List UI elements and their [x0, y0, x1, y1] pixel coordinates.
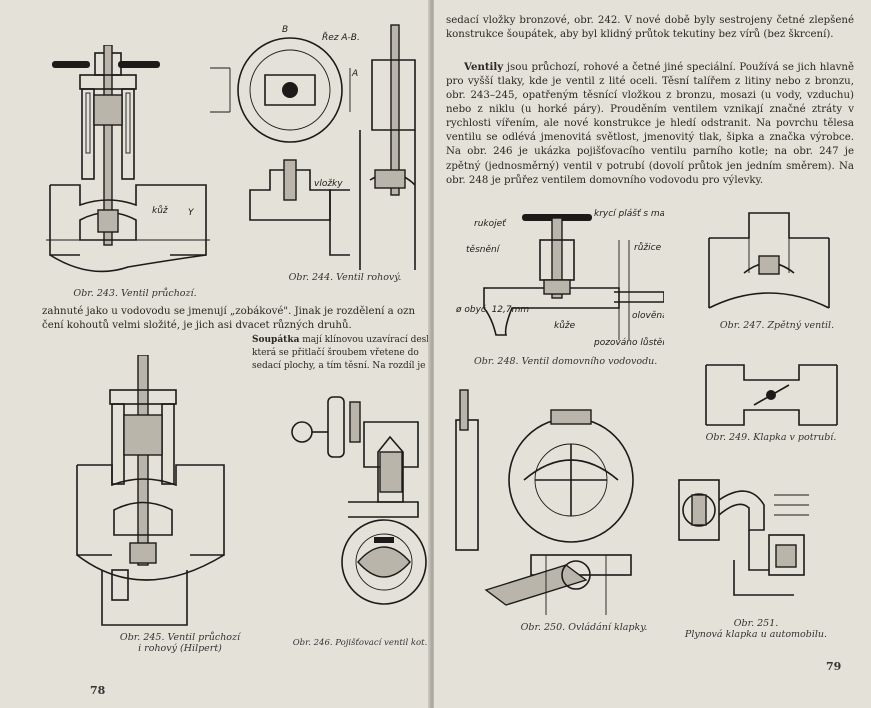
figure-247-drawing	[708, 212, 830, 309]
figure-243-caption: Obr. 243. Ventil průchozí.	[73, 288, 197, 299]
figure-251-caption: Obr. 251. Plynová klapka u automobilu.	[684, 618, 828, 641]
figure-246-drawing	[291, 396, 427, 605]
figure-245-caption: Obr. 245. Ventil průchozí i rohový (Hilp…	[119, 632, 241, 655]
left-page-number: 78	[90, 684, 106, 697]
figure-249-caption: Obr. 249. Klapka v potrubí.	[705, 432, 837, 443]
figure-244-drawing: Řez A-B. A B vložky	[210, 24, 416, 270]
svg-text:kůž: kůž	[152, 205, 168, 216]
figure-245-drawing	[76, 355, 225, 626]
figure-244-caption: Obr. 244. Ventil rohový.	[288, 272, 402, 283]
figure-250-drawing	[455, 389, 634, 615]
figure-246-caption: Obr. 246. Pojišťovací ventil kot.	[292, 638, 428, 648]
figure-251-drawing	[678, 479, 809, 596]
figure-248-caption: Obr. 248. Ventil domovního vodovodu.	[474, 356, 658, 367]
svg-text:rukojeť: rukojeť	[474, 219, 507, 229]
figure-247-caption: Obr. 247. Zpětný ventil.	[719, 320, 835, 331]
figure-249-drawing	[705, 364, 838, 426]
svg-text:kůže: kůže	[554, 320, 576, 331]
left-text-block-2: Šoupátka mají klínovou uzavírací desk kt…	[252, 335, 428, 372]
right-page: sedací vložky bronzové, obr. 242. V nové…	[434, 0, 871, 708]
right-paragraph-1: sedací vložky bronzové, obr. 242. V nové…	[446, 15, 854, 41]
svg-text:A: A	[351, 69, 358, 79]
left-page: Y kůž Obr. 243. Ventil průchozí. Řez A-B…	[0, 0, 430, 708]
svg-text:ø obyč. 12,7mm: ø obyč. 12,7mm	[455, 304, 529, 315]
figure-250-caption: Obr. 250. Ovládání klapky.	[520, 622, 648, 633]
right-paragraph-2: Ventily jsou průchozí, rohové a četné ji…	[446, 61, 854, 186]
svg-text:pozováno lůstěnka: pozováno lůstěnka	[593, 337, 664, 348]
figure-243-drawing: Y kůž	[46, 45, 210, 273]
svg-text:krycí plášť s maticí: krycí plášť s maticí	[594, 208, 664, 219]
svg-text:těsnění: těsnění	[466, 244, 501, 255]
right-page-number: 79	[826, 660, 842, 673]
book-gutter	[428, 0, 436, 708]
svg-text:olověná trubka: olověná trubka	[632, 310, 664, 321]
figure-248-drawing: rukojeť krycí plášť s maticí těsnění růž…	[455, 208, 664, 348]
svg-text:B: B	[282, 25, 288, 35]
figure-244-label-section: Řez A-B.	[322, 31, 360, 43]
left-text-block-1: zahnuté jako u vodovodu se jmenují „zobá…	[42, 306, 416, 332]
svg-text:růžice na spoře: růžice na spoře	[634, 242, 664, 253]
svg-text:vložky: vložky	[314, 179, 343, 189]
svg-text:Y: Y	[188, 208, 195, 218]
